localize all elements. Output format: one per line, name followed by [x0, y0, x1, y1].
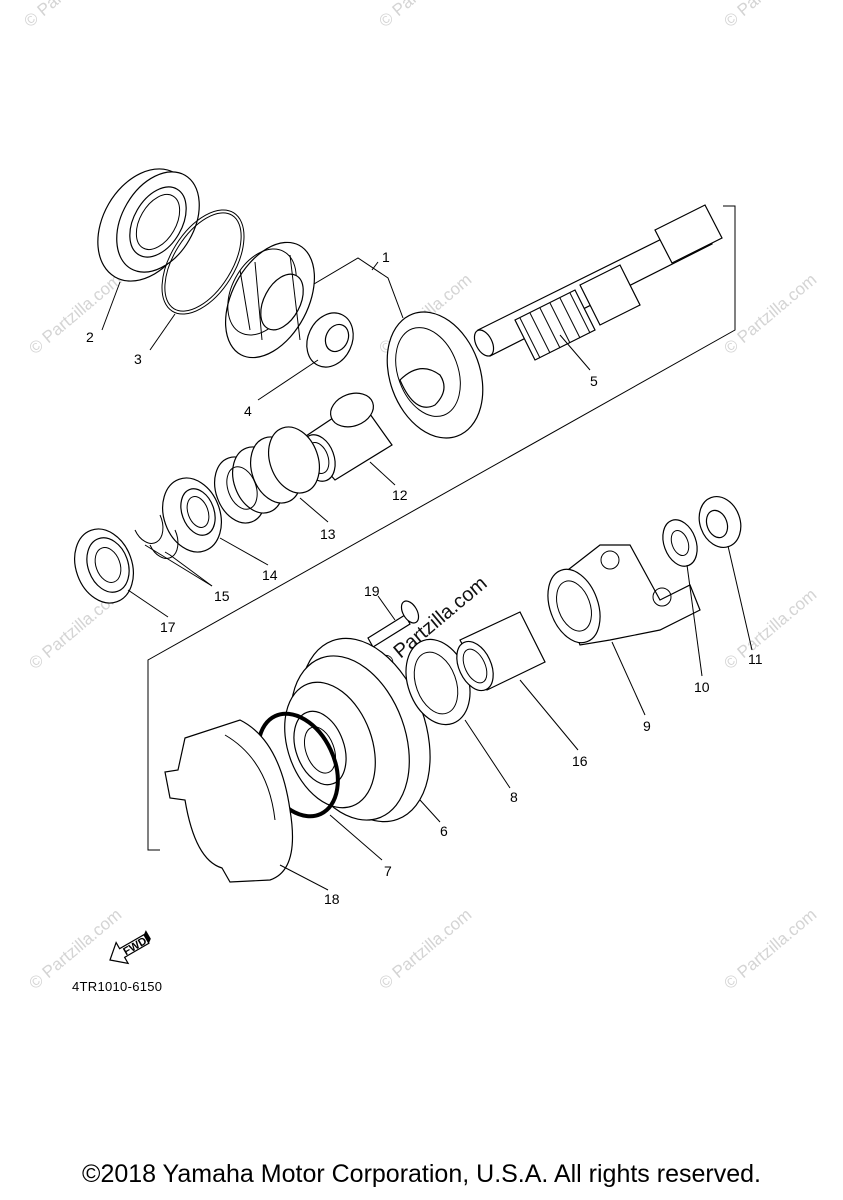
callout-1: 1	[382, 249, 390, 265]
callout-16: 16	[572, 753, 588, 769]
watermark: © Partzilla.com	[20, 0, 120, 31]
callout-13: 13	[320, 526, 336, 542]
watermark: © Partzilla.com	[375, 905, 475, 993]
spring-part-13	[214, 426, 320, 524]
watermark: © Partzilla.com	[25, 270, 125, 358]
assembly-boundary	[147, 205, 736, 851]
watermark: © Partzilla.com	[375, 0, 475, 31]
watermarks: © Partzilla.com © Partzilla.com © Partzi…	[20, 0, 820, 993]
callout-4: 4	[244, 403, 252, 419]
ring-part-3	[161, 209, 245, 315]
callout-14: 14	[262, 567, 278, 583]
nut-part-4	[306, 312, 354, 368]
callout-3: 3	[134, 351, 142, 367]
yoke-part-9	[547, 544, 701, 646]
callout-6: 6	[440, 823, 448, 839]
bevel-gear-part-1b	[386, 311, 484, 439]
collar-part-14	[162, 477, 222, 553]
washer-part-10	[662, 519, 698, 567]
housing-part-6	[284, 637, 431, 823]
callout-7: 7	[384, 863, 392, 879]
callout-19: 19	[364, 583, 380, 599]
callout-numbers: 1 2 3 4 5 6 7 8 9 10 11 12 13 14 15 16 1…	[86, 249, 763, 907]
shaft-splines	[519, 292, 591, 359]
diagram-code: 4TR1010-6150	[72, 979, 163, 994]
callout-8: 8	[510, 789, 518, 805]
callout-9: 9	[643, 718, 651, 734]
callout-15: 15	[214, 588, 230, 604]
copyright-notice: ©2018 Yamaha Motor Corporation, U.S.A. A…	[82, 1160, 761, 1188]
seal-part-8	[405, 638, 471, 726]
bearing-part-2	[97, 168, 200, 282]
bolt-part-19	[367, 600, 420, 648]
plate-part-18	[164, 719, 294, 883]
callout-2: 2	[86, 329, 94, 345]
callout-5: 5	[590, 373, 598, 389]
callout-10: 10	[694, 679, 710, 695]
callout-17: 17	[160, 619, 176, 635]
callout-11: 11	[748, 651, 763, 667]
watermark: © Partzilla.com	[720, 905, 820, 993]
watermark: © Partzilla.com	[720, 0, 820, 31]
collar-part-16	[456, 611, 546, 692]
bearing-part-17	[74, 528, 134, 604]
shaft-part-5	[473, 204, 723, 361]
fwd-arrow-icon: FWD	[109, 930, 151, 965]
nut-part-11	[698, 496, 742, 548]
bevel-gear-part-1a	[224, 241, 316, 359]
callout-12: 12	[392, 487, 408, 503]
leader-lines	[101, 261, 753, 891]
callout-18: 18	[324, 891, 340, 907]
watermark: © Partzilla.com	[720, 585, 820, 673]
circlip-part-15	[134, 514, 179, 559]
fwd-label: FWD	[121, 935, 149, 958]
